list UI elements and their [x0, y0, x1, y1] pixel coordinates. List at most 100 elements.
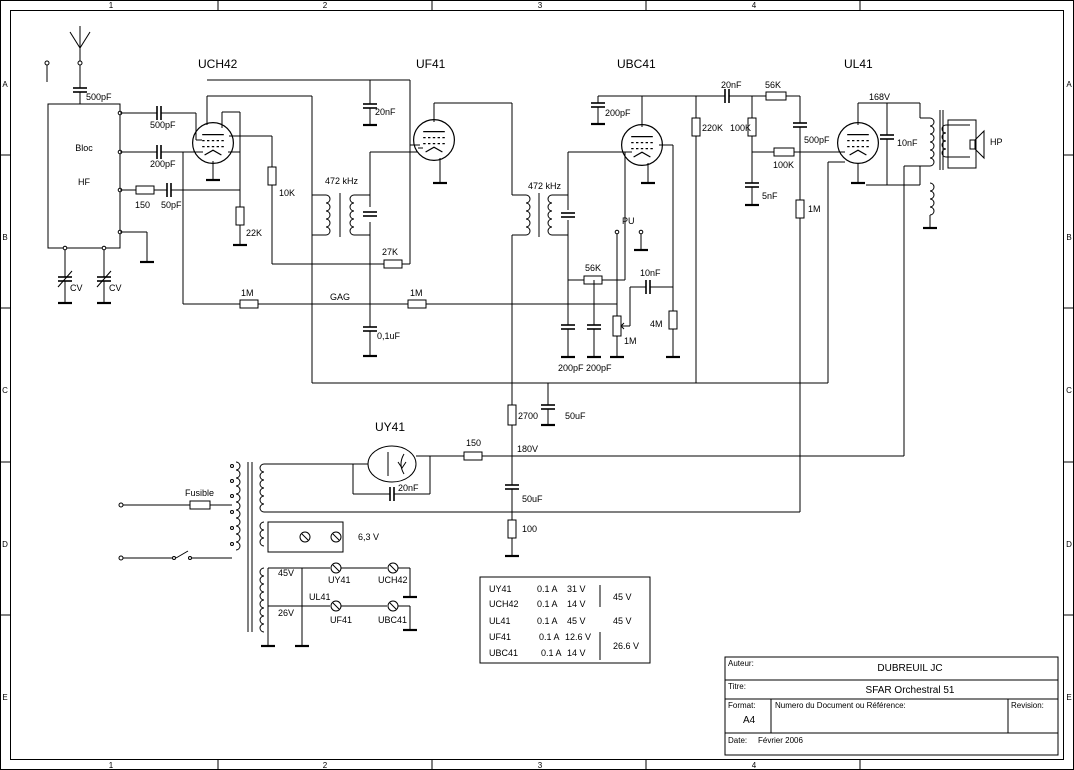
heater-table-row: UCH42 0.1 A 14 V [489, 599, 586, 609]
heater-table-voltage: 14 V [567, 599, 586, 609]
filament-string: 45V 26V UY41 UCH42 UL41 UF41 UBC41 [268, 562, 417, 648]
bloc-coupling: 500pF 200pF 150 50pF 22K [120, 106, 262, 247]
r-100k-a-label: 100K [730, 123, 751, 133]
bplus-top: 20nF [207, 79, 411, 264]
af-network: 20nF 56K 500pF 220K 100K 100K 5nF 1M [691, 80, 840, 512]
revision-label: Revision: [1011, 701, 1044, 710]
heater-table-current: 0.1 A [537, 584, 558, 594]
v-45-label: 45V [278, 568, 294, 578]
pu-label: PU [622, 216, 635, 226]
frame-column-labels: 1 2 3 4 1 2 3 4 [109, 1, 757, 770]
c-500pf-antenna-label: 500pF [86, 92, 112, 102]
mains-transformer [230, 461, 275, 648]
heater-table-voltage: 14 V [567, 648, 586, 658]
r-150-psu-label: 150 [466, 438, 481, 448]
heater-group-3: 26.6 V [613, 641, 639, 651]
c-5nf-label: 5nF [762, 191, 778, 201]
f-uf41-label: UF41 [330, 615, 352, 625]
r-27k-label: 27K [382, 247, 398, 257]
row-label-right-b: B [1066, 233, 1071, 242]
c-20nf-uy-label: 20nF [398, 483, 419, 493]
fusible-label: Fusible [185, 488, 214, 498]
date-value: Février 2006 [758, 736, 803, 745]
row-label-left-a: A [2, 80, 8, 89]
row-label-left-b: B [2, 233, 7, 242]
variable-capacitor-cv2: CV [96, 250, 122, 305]
if-transformer-1: 472 kHz [312, 151, 418, 305]
heater-63v: 6,3 V [267, 521, 379, 553]
heater-table-tube: UCH42 [489, 599, 519, 609]
heater-group-1: 45 V [613, 592, 632, 602]
row-label-right-d: D [1066, 540, 1072, 549]
bplus-bus: 50uF 2700 180V [312, 382, 904, 457]
f-uy41-label: UY41 [328, 575, 351, 585]
variable-capacitor-cv1: CV [57, 250, 83, 305]
mains-input: Fusible [118, 488, 232, 561]
v-180-label: 180V [517, 444, 538, 454]
col-label-top-3: 3 [538, 1, 543, 10]
auteur-value: DUBREUIL JC [877, 663, 942, 674]
c-500pf-ul-label: 500pF [804, 135, 830, 145]
r-150-in-label: 150 [135, 200, 150, 210]
format-value: A4 [743, 715, 756, 726]
heater-table-row: UL41 0.1 A 45 V [489, 616, 586, 626]
date-label: Date: [728, 736, 747, 745]
c-20nf-top-label: 20nF [721, 80, 742, 90]
pot-1m-label: 1M [624, 336, 637, 346]
frame-row-labels: A B C D E A B C D E [2, 80, 1072, 702]
heater-table-tube: UBC41 [489, 648, 518, 658]
tube-uch42-label: UCH42 [198, 57, 238, 71]
f-uch42-label: UCH42 [378, 575, 408, 585]
tube-uch42: UCH42 [192, 57, 312, 190]
heater-table-current: 0.1 A [537, 599, 558, 609]
heater-table-row: UF41 0.1 A 12.6 V [489, 632, 591, 642]
heater-table-voltage: 31 V [567, 584, 586, 594]
c-50uf-b-label: 50uF [522, 494, 543, 504]
earth-terminal-icon [44, 60, 50, 82]
c-01uf-label: 0,1uF [377, 331, 401, 341]
r-1m-ul-label: 1M [808, 204, 821, 214]
c-200pf-a-label: 200pF [558, 363, 584, 373]
if2-label: 472 kHz [528, 181, 562, 191]
row-label-left-d: D [2, 540, 8, 549]
psu-filter: 50uF 100 [268, 456, 800, 558]
tube-uf41-label: UF41 [416, 57, 446, 71]
c-200pf-1-label: 200pF [150, 159, 176, 169]
row-label-right-c: C [1066, 386, 1072, 395]
tube-uy41-label: UY41 [375, 420, 405, 434]
titre-value: SFAR Orchestral 51 [866, 685, 955, 696]
tube-ul41: UL41 168V 10nF [827, 57, 920, 383]
tube-ubc41-label: UBC41 [617, 57, 656, 71]
c-10nf-det-label: 10nF [640, 268, 661, 278]
r-100-label: 100 [522, 524, 537, 534]
r-22k-label: 22K [246, 228, 262, 238]
auteur-label: Auteur: [728, 659, 754, 668]
cv1-label: CV [70, 283, 83, 293]
bloc-hf-label-line2: HF [78, 177, 90, 187]
tube-uf41: UF41 [410, 57, 512, 185]
row-label-left-c: C [2, 386, 8, 395]
numero-label: Numero du Document ou Référence: [775, 701, 906, 710]
heater-table-row: UBC41 0.1 A 14 V [489, 648, 586, 658]
if1-label: 472 kHz [325, 176, 359, 186]
heater-group-2: 45 V [613, 616, 632, 626]
row-label-right-a: A [1066, 80, 1072, 89]
antenna-section: 500pF [44, 26, 112, 104]
agc-line: 1M GAG 1M 0,1uF [182, 152, 617, 358]
r-56k-det-label: 56K [585, 263, 601, 273]
title-block: Auteur: DUBREUIL JC Titre: SFAR Orchestr… [724, 656, 1059, 756]
col-label-bottom-3: 3 [538, 761, 543, 770]
heater-table-current: 0.1 A [539, 632, 560, 642]
gag-label: GAG [330, 292, 350, 302]
c-10nf-ul-label: 10nF [897, 138, 918, 148]
cv2-label: CV [109, 283, 122, 293]
heater-table-tube: UF41 [489, 632, 511, 642]
heater-table-voltage: 45 V [567, 616, 586, 626]
v-26-label: 26V [278, 608, 294, 618]
r-220k-label: 220K [702, 123, 723, 133]
r-10k-label: 10K [279, 188, 295, 198]
heater-table-tube: UY41 [489, 584, 512, 594]
c-500pf-1-label: 500pF [150, 120, 176, 130]
r-1m-a-label: 1M [241, 288, 254, 298]
